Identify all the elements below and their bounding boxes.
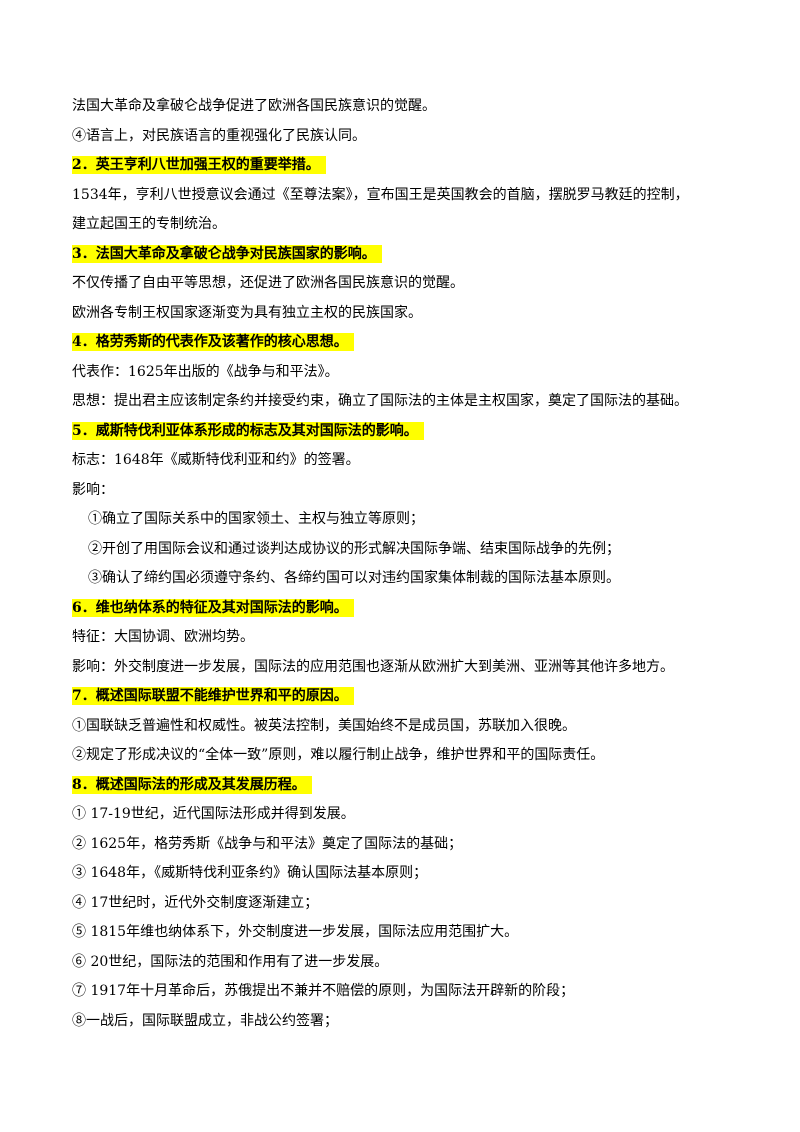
list-item: ⑦ 1917年十月革命后，苏俄提出不兼并不赔偿的原则，为国际法开辟新的阶段； bbox=[72, 983, 575, 999]
paragraph: 建立起国王的专制统治。 bbox=[72, 216, 226, 232]
paragraph: 代表作：1625年出版的《战争与和平法》。 bbox=[72, 363, 339, 380]
paragraph: ①国联缺乏普遍性和权威性。被英法控制，美国始终不是成员国，苏联加入很晚。 bbox=[72, 717, 576, 734]
paragraph: 影响：外交制度进一步发展，国际法的应用范围也逐渐从欧洲扩大到美洲、亚洲等其他许多… bbox=[72, 658, 674, 675]
section-heading: 5．威斯特伐利亚体系形成的标志及其对国际法的影响。 bbox=[72, 417, 732, 447]
paragraph: 标志：1648年《威斯特伐利亚和约》的签署。 bbox=[72, 452, 360, 468]
section-heading: 2．英王亨利八世加强王权的重要举措。 bbox=[72, 151, 732, 181]
highlighted-heading-text: 3．法国大革命及拿破仑战争对民族国家的影响。 bbox=[72, 244, 382, 263]
list-item: ③ 1648年，《威斯特伐利亚条约》确认国际法基本原则； bbox=[72, 865, 428, 881]
section-heading: 4．格劳秀斯的代表作及该著作的核心思想。 bbox=[72, 328, 732, 358]
list-item: ② 1625年，格劳秀斯《战争与和平法》奠定了国际法的基础； bbox=[72, 835, 463, 852]
paragraph: 影响： bbox=[72, 481, 114, 498]
section-heading: 8．概述国际法的形成及其发展历程。 bbox=[72, 771, 732, 801]
list-item: ①确立了国际关系中的国家领土、主权与独立等原则； bbox=[88, 511, 424, 527]
paragraph: 不仅传播了自由平等思想，还促进了欧洲各国民族意识的觉醒。 bbox=[72, 275, 464, 291]
highlighted-heading-text: 6．维也纳体系的特征及其对国际法的影响。 bbox=[72, 598, 354, 617]
list-item: ⑧一战后，国际联盟成立，非战公约签署； bbox=[72, 1012, 338, 1029]
paragraph: ②规定了形成决议的“全体一致”原则，难以履行制止战争，维护世界和平的国际责任。 bbox=[72, 747, 605, 763]
document-body: 法国大革命及拿破仑战争促进了欧洲各国民族意识的觉醒。 ④语言上，对民族语言的重视… bbox=[72, 92, 732, 1036]
list-item: ④ 17世纪时，近代外交制度逐渐建立； bbox=[72, 894, 319, 911]
paragraph: 法国大革命及拿破仑战争促进了欧洲各国民族意识的觉醒。 bbox=[72, 98, 436, 114]
list-item: ②开创了用国际会议和通过谈判达成协议的形式解决国际争端、结束国际战争的先例； bbox=[88, 540, 620, 557]
paragraph: 思想：提出君主应该制定条约并接受约束，确立了国际法的主体是主权国家，奠定了国际法… bbox=[72, 393, 688, 409]
paragraph: 1534年，亨利八世授意议会通过《至尊法案》，宣布国王是英国教会的首脑，摆脱罗马… bbox=[72, 186, 689, 203]
highlighted-heading-text: 7．概述国际联盟不能维护世界和平的原因。 bbox=[72, 687, 354, 705]
highlighted-heading-text: 8．概述国际法的形成及其发展历程。 bbox=[72, 775, 312, 794]
list-item: ⑤ 1815年维也纳体系下，外交制度进一步发展，国际法应用范围扩大。 bbox=[72, 924, 519, 940]
list-item: ① 17-19世纪，近代国际法形成并得到发展。 bbox=[72, 806, 355, 822]
highlighted-heading-text: 4．格劳秀斯的代表作及该著作的核心思想。 bbox=[72, 333, 354, 351]
highlighted-heading-text: 5．威斯特伐利亚体系形成的标志及其对国际法的影响。 bbox=[72, 421, 424, 440]
section-heading: 6．维也纳体系的特征及其对国际法的影响。 bbox=[72, 594, 732, 624]
paragraph: 特征：大国协调、欧洲均势。 bbox=[72, 629, 254, 645]
section-heading: 3．法国大革命及拿破仑战争对民族国家的影响。 bbox=[72, 240, 732, 270]
list-item: ⑥ 20世纪，国际法的范围和作用有了进一步发展。 bbox=[72, 953, 389, 970]
list-item: ③确认了缔约国必须遵守条约、各缔约国可以对违约国家集体制裁的国际法基本原则。 bbox=[88, 570, 620, 586]
highlighted-heading-text: 2．英王亨利八世加强王权的重要举措。 bbox=[72, 156, 326, 174]
section-heading: 7．概述国际联盟不能维护世界和平的原因。 bbox=[72, 682, 732, 712]
paragraph: 欧洲各专制王权国家逐渐变为具有独立主权的民族国家。 bbox=[72, 304, 422, 321]
paragraph: ④语言上，对民族语言的重视强化了民族认同。 bbox=[72, 127, 366, 144]
